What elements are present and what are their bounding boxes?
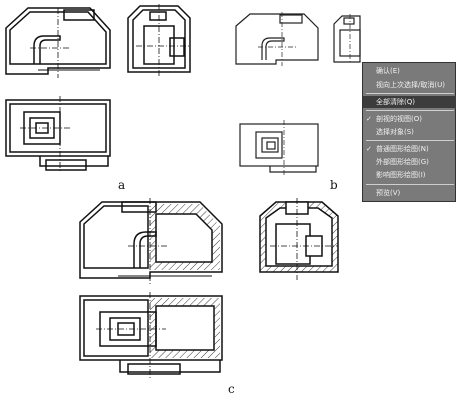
label-a: a — [118, 178, 126, 192]
menu-separator — [366, 184, 454, 185]
menu-item-clear-all[interactable]: 全部清除(Q) — [363, 96, 456, 108]
label-c: c — [228, 382, 235, 396]
menu-item-select-objects[interactable]: 选择对象(S) — [376, 128, 414, 136]
menu-separator — [366, 110, 454, 111]
menu-separator — [366, 140, 454, 141]
menu-item-external-drawing[interactable]: 外部图形绘图(G) — [376, 158, 429, 166]
panel-b-top-view — [239, 120, 319, 176]
menu-item-affected-drawing[interactable]: 影响图形绘图(I) — [376, 171, 426, 179]
panel-c-side-section — [259, 198, 339, 280]
context-menu: 确认(E) 视向上次选择/取消(U) 全部清除(Q) ✓ 剖视的视图(O) 选择… — [362, 62, 456, 202]
panel-a-top-view — [5, 96, 111, 172]
checkmark-icon: ✓ — [366, 115, 372, 123]
panel-b-front-view — [235, 12, 319, 66]
panel-a-front-view — [5, 7, 111, 78]
panel-b-side-view — [333, 14, 361, 64]
menu-separator — [366, 93, 454, 94]
label-b: b — [330, 178, 338, 192]
panel-a-side-view — [127, 4, 191, 76]
menu-item-normal-drawing[interactable]: ✓ 普通图形绘图(N) — [366, 145, 429, 153]
menu-item-preview[interactable]: 预览(V) — [376, 189, 401, 197]
checkmark-icon: ✓ — [366, 145, 372, 153]
menu-item-section-view[interactable]: ✓ 剖视的视图(O) — [366, 115, 422, 123]
menu-item-previous-selection[interactable]: 视向上次选择/取消(U) — [376, 81, 445, 89]
panel-c-front-section — [79, 198, 223, 284]
menu-item-confirm[interactable]: 确认(E) — [376, 67, 400, 75]
panel-c-top-section — [79, 292, 223, 378]
